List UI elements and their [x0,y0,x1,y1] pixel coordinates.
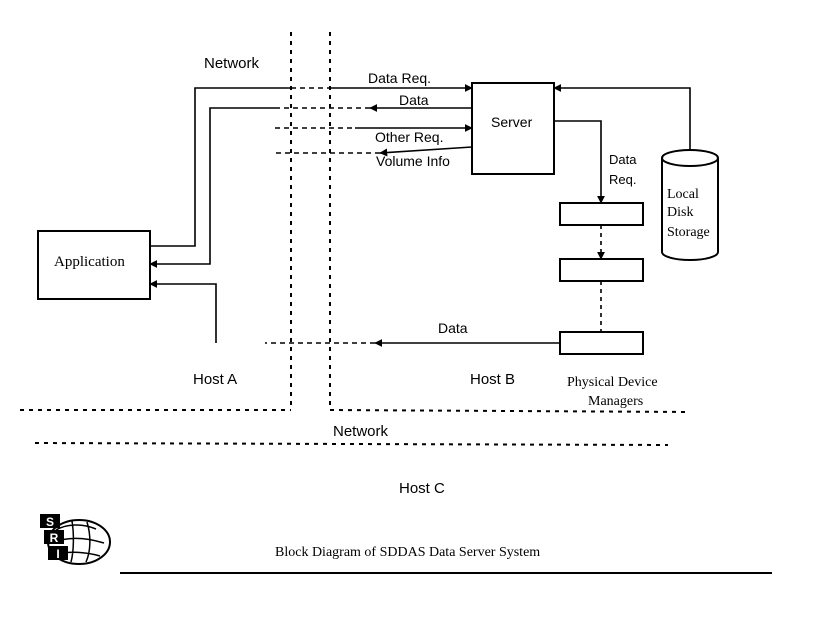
bottom-data-arrow-end [149,280,217,343]
network-bottom-label: Network [333,423,389,440]
labels: Network Data Req. Data Other Req. Volume… [54,55,710,560]
physical-device-manager-box-1 [559,202,644,226]
network-top-label: Network [204,55,260,72]
server-data-request-label-line-1: Data [609,152,637,167]
host-b-label: Host B [470,371,515,388]
server-label: Server [491,114,533,130]
host-b-bottom-boundary [329,409,691,413]
network-boundaries [20,32,691,446]
data-return-arrow-end [149,107,275,268]
volume-info-label: Volume Info [376,153,450,169]
physical-device-manager-box-2 [559,258,644,282]
local-disk-label-line-2: Disk [667,205,693,220]
physical-device-managers-label-line-1: Physical Device [567,375,658,390]
server-data-request-arrow [554,120,605,204]
disk-to-server-arrow [553,84,691,150]
server-data-request-label-line-2: Req. [609,172,636,187]
local-disk-label-line-3: Storage [667,225,710,240]
sri-logo-letter-s: S [46,515,54,529]
application-label: Application [54,254,125,270]
server-box [471,82,555,175]
data-request-label: Data Req. [368,70,431,86]
data-request-arrow [150,87,291,247]
sri-logo: S R I [40,514,111,565]
connections [149,84,691,347]
physical-device-managers-label-line-2: Managers [588,394,643,409]
data-label: Data [399,92,429,108]
volume-info-arrow-start [379,146,473,157]
host-a-label: Host A [193,371,237,388]
caption: Block Diagram of SDDAS Data Server Syste… [275,545,540,560]
host-c-top-boundary [34,442,669,446]
physical-device-manager-box-3 [559,331,644,355]
host-c-label: Host C [399,480,445,497]
sri-logo-letter-r: R [50,531,59,545]
local-disk-label-line-1: Local [667,187,699,202]
sri-logo-letter-i: I [56,547,59,561]
bottom-data-label: Data [438,320,468,336]
other-request-label: Other Req. [375,129,443,145]
